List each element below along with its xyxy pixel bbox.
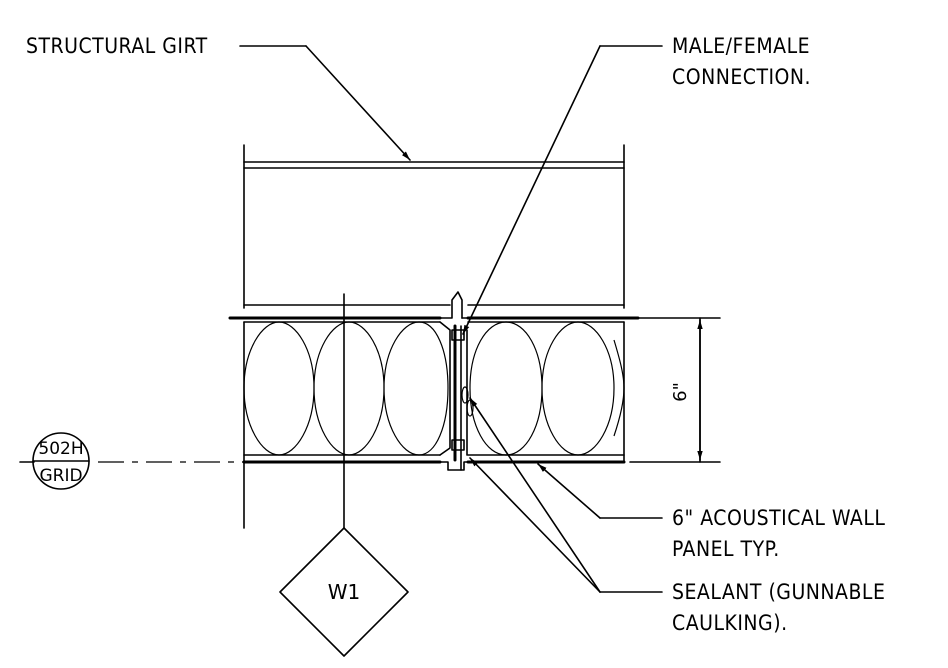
grid-bubble (32, 432, 90, 490)
wall-type-tag-text: W1 (328, 580, 361, 604)
label-sealant-line2: CAULKING). (672, 611, 788, 635)
leader-sealant (469, 397, 663, 593)
thickness-dimension (629, 317, 721, 463)
grid-bubble-bottom-text: GRID (39, 466, 82, 486)
leader-acoustical-panel (537, 463, 663, 519)
leader-structural-girt (239, 45, 411, 161)
male-female-joint (429, 291, 474, 471)
label-panel-line2: PANEL TYP. (672, 537, 780, 561)
insulation-left (243, 321, 449, 456)
dimension-text: 6" (670, 382, 691, 402)
structural-girt (243, 144, 625, 309)
leader-male-female (462, 45, 663, 335)
label-panel-line1: 6" ACOUSTICAL WALL (672, 506, 885, 530)
insulation-right (469, 321, 625, 456)
label-structural-girt: STRUCTURAL GIRT (26, 34, 208, 58)
acoustical-wall-panel (228, 316, 640, 529)
label-connection-line1: MALE/FEMALE (672, 34, 810, 58)
grid-bubble-top-text: 502H (38, 439, 83, 459)
label-connection-line2: CONNECTION. (672, 65, 811, 89)
wall-type-tag (279, 293, 409, 657)
label-sealant-line1: SEALANT (GUNNABLE (672, 580, 885, 604)
